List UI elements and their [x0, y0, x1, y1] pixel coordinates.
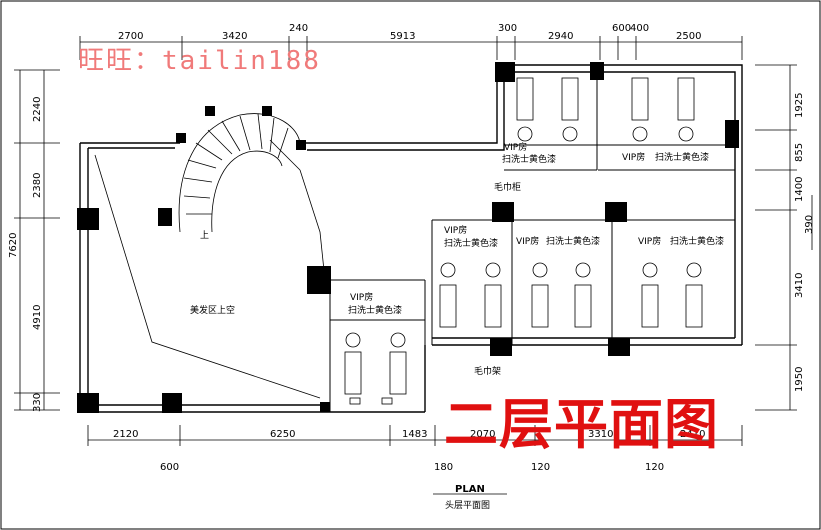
vip-room-1-label: VIP房: [504, 141, 527, 153]
floor-title: 二层平面图: [444, 393, 719, 456]
dim-top-6: 600: [612, 23, 631, 34]
dim-left-2: 4910: [32, 305, 43, 330]
dim-bottom-1: 6250: [270, 429, 295, 440]
dim-right-0: 1925: [794, 93, 805, 118]
dim-bottom-extra-0: 600: [160, 462, 179, 473]
vip-room-5-desc: 扫洗士黄色漆: [670, 235, 724, 247]
watermark-text: 旺旺：tailin188: [78, 46, 321, 76]
vip-room-3-label: VIP房: [444, 224, 467, 236]
vip-room-4-label: VIP房: [516, 235, 539, 247]
dim-bottom-5: 2410: [680, 429, 705, 440]
dim-top-3: 5913: [390, 31, 415, 42]
spiral-stair: [178, 113, 301, 233]
dim-left-1: 2380: [32, 173, 43, 198]
stair-up-label: 上: [200, 230, 209, 241]
vip-room-2-desc: 扫洗士黄色漆: [655, 151, 709, 163]
bottom-dimension-chain: [87, 425, 743, 446]
vip-room-1-desc: 扫洗士黄色漆: [502, 153, 556, 165]
dim-bottom-3: 2070: [470, 429, 495, 440]
dim-top-5: 2940: [548, 31, 573, 42]
vip-room-6-desc: 扫洗士黄色漆: [348, 304, 402, 316]
dim-left-total: 7620: [8, 233, 19, 258]
dim-bottom-extra-3: 120: [645, 462, 664, 473]
vip-room-2-label: VIP房: [622, 151, 645, 163]
vip-room-4-desc: 扫洗士黄色漆: [546, 235, 600, 247]
vip-room-5-label: VIP房: [638, 235, 661, 247]
dim-top-4: 300: [498, 23, 517, 34]
dim-top-0: 2700: [118, 31, 143, 42]
right-dimension-chain: [755, 64, 813, 411]
dim-top-2: 240: [289, 23, 308, 34]
dim-right-3: 3410: [794, 273, 805, 298]
plan-sublabel: 头层平面图: [445, 500, 490, 511]
dim-top-7: 400: [630, 23, 649, 34]
vip-room-6-label: VIP房: [350, 291, 373, 303]
interior-partitions: [329, 72, 735, 412]
dim-right-1: 855: [794, 143, 805, 162]
dim-top-1: 3420: [222, 31, 247, 42]
dim-bottom-extra-2: 120: [531, 462, 550, 473]
spa-beds: [344, 77, 703, 405]
structural-columns: [77, 62, 739, 413]
dim-bottom-2: 1483: [402, 429, 427, 440]
dim-right-extra: 390: [804, 215, 815, 234]
dim-bottom-4: 3310: [588, 429, 613, 440]
vip-room-3-desc: 扫洗士黄色漆: [444, 237, 498, 249]
dim-right-4: 1950: [794, 367, 805, 392]
left-dimension-chain: [14, 69, 60, 411]
towel-cabinet-label: 毛巾柜: [494, 181, 521, 193]
dim-top-8: 2500: [676, 31, 701, 42]
dim-left-3: 330: [32, 393, 43, 412]
hair-area-label: 美发区上空: [190, 304, 235, 316]
plan-label: PLAN: [455, 484, 485, 495]
dim-left-0: 2240: [32, 97, 43, 122]
towel-rack-label: 毛巾架: [474, 365, 501, 377]
dim-bottom-extra-1: 180: [434, 462, 453, 473]
dim-bottom-0: 2120: [113, 429, 138, 440]
top-dimension-chain: [79, 36, 743, 60]
hair-area-void: [94, 139, 327, 399]
dim-right-2: 1400: [794, 177, 805, 202]
